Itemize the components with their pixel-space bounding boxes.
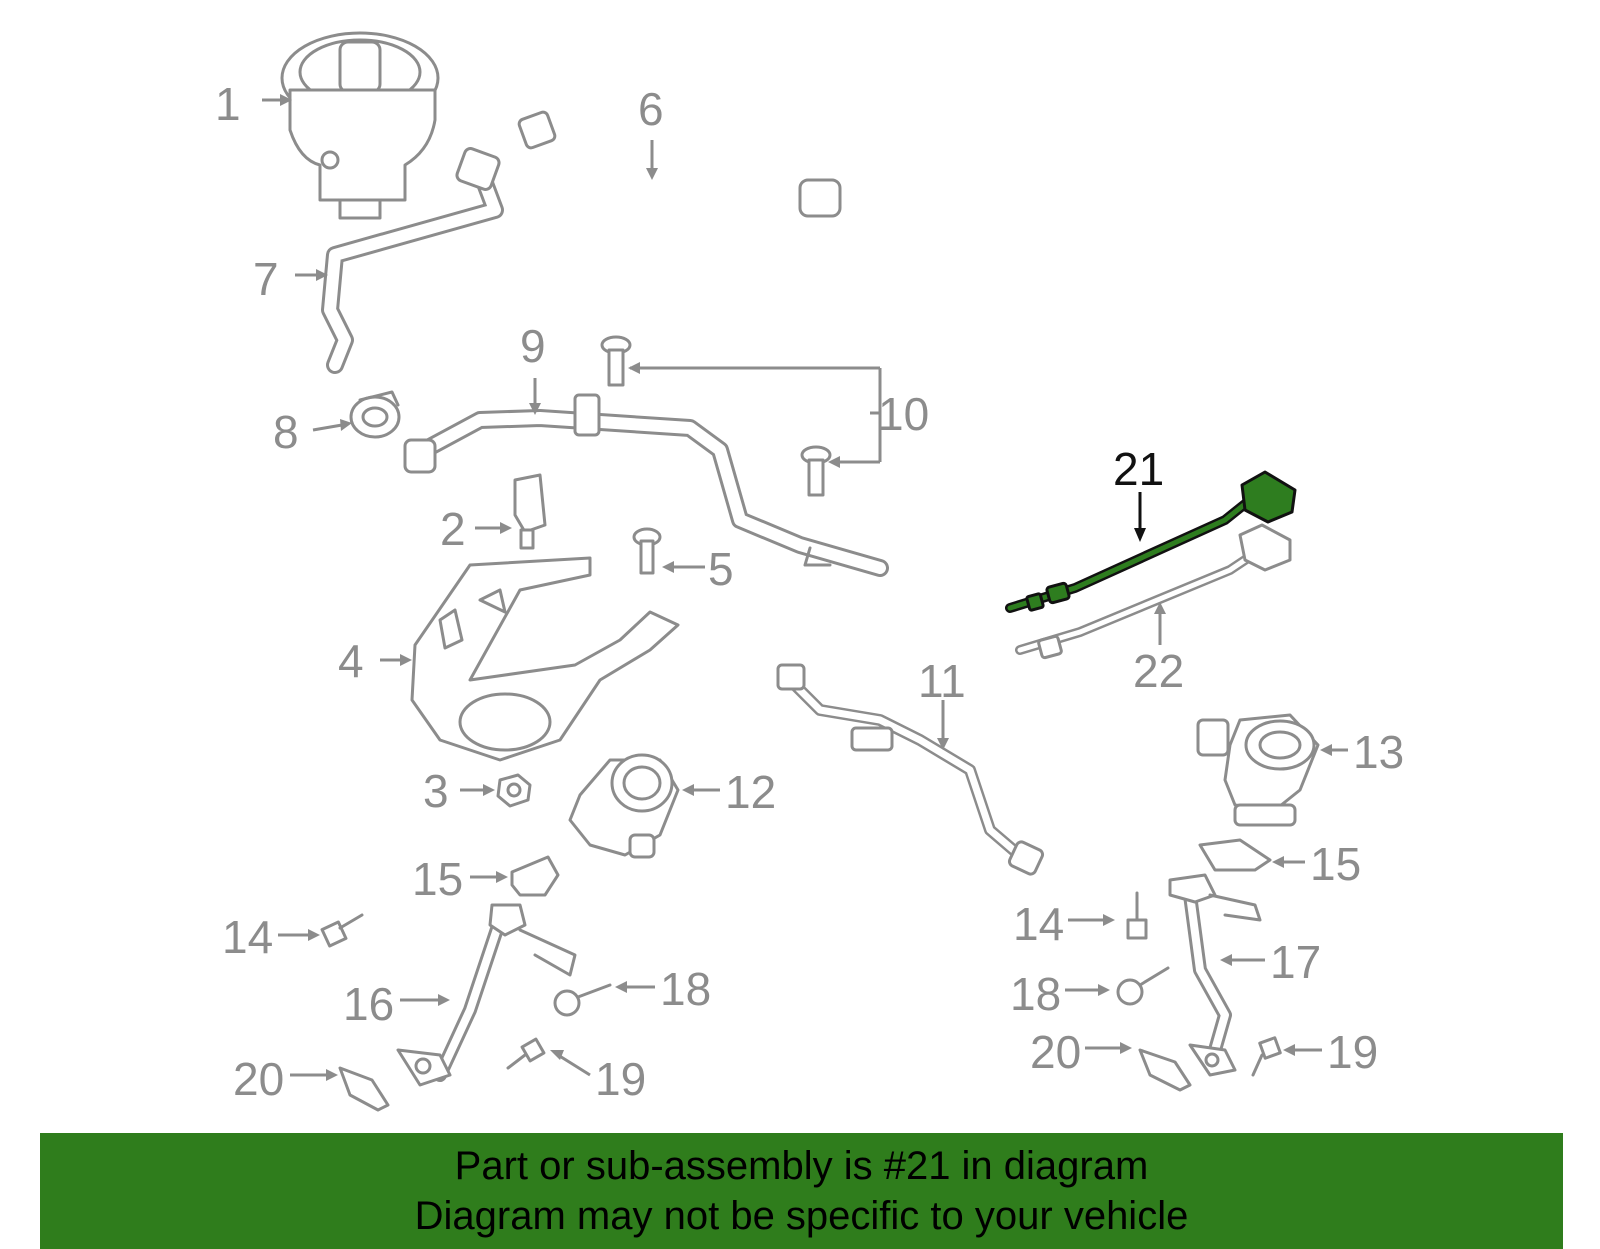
callout-11: 11 — [918, 655, 966, 707]
part-12-valve — [568, 753, 680, 859]
leader-arrows — [262, 94, 1348, 1081]
part-9-pipe — [403, 393, 889, 577]
callout-6: 6 — [638, 83, 664, 135]
part-1-air-pump — [280, 31, 440, 220]
part-13-valve — [1196, 713, 1320, 827]
part-15-gasket-right — [1198, 838, 1272, 872]
part-14-bolt-left — [320, 913, 364, 948]
part-5-bolt — [632, 527, 662, 575]
callout-20-left: 20 — [233, 1053, 284, 1105]
part-17-pipe — [1168, 873, 1262, 1077]
part-18-bolt-right — [1116, 966, 1170, 1006]
callout-9: 9 — [520, 320, 546, 372]
callout-15-right: 15 — [1310, 838, 1361, 890]
part-21-sensor-highlighted[interactable] — [1005, 470, 1297, 613]
callout-19-left: 19 — [595, 1053, 646, 1105]
banner-line-2: Diagram may not be specific to your vehi… — [414, 1194, 1189, 1238]
part-2-sensor — [513, 473, 547, 550]
callout-20-right: 20 — [1030, 1026, 1081, 1078]
callout-3: 3 — [423, 765, 449, 817]
callout-1: 1 — [215, 78, 241, 130]
part-15-gasket-left — [510, 855, 560, 897]
callout-18-right: 18 — [1010, 968, 1061, 1020]
part-19-bolt-right — [1251, 1036, 1282, 1077]
callout-16: 16 — [343, 978, 394, 1030]
part-3-nut — [496, 773, 532, 808]
part-6-hose — [517, 110, 842, 222]
banner-line-1: Part or sub-assembly is #21 in diagram — [454, 1144, 1149, 1188]
callout-10: 10 — [878, 388, 929, 440]
callout-5: 5 — [708, 543, 734, 595]
part-20-gasket-right — [1138, 1048, 1192, 1092]
callout-17: 17 — [1270, 936, 1321, 988]
part-7-hose — [321, 147, 504, 374]
part-18-bolt-left — [553, 983, 612, 1017]
part-8-clamp — [349, 390, 401, 439]
callout-18-left: 18 — [660, 963, 711, 1015]
callout-21: 21 — [1113, 443, 1164, 495]
callout-2: 2 — [440, 503, 466, 555]
part-14-bolt-right — [1126, 891, 1148, 940]
part-16-pipe — [396, 903, 577, 1087]
callout-19-right: 19 — [1327, 1026, 1378, 1078]
part-22-sensor — [1015, 523, 1292, 660]
part-19-bolt-left — [506, 1037, 546, 1070]
callout-14-right: 14 — [1013, 898, 1064, 950]
callout-13: 13 — [1353, 726, 1404, 778]
part-20-gasket-left — [338, 1066, 390, 1112]
part-11-pipe — [776, 663, 1045, 876]
callout-7: 7 — [253, 253, 279, 305]
callout-8: 8 — [273, 406, 299, 458]
callout-15-left: 15 — [412, 853, 463, 905]
part-4-bracket — [410, 556, 680, 762]
notice-banner: Part or sub-assembly is #21 in diagram D… — [40, 1133, 1563, 1249]
callout-12: 12 — [725, 766, 776, 818]
callout-4: 4 — [338, 635, 364, 687]
part-10-bolts — [600, 335, 832, 497]
callout-labels: 1 2 3 4 5 6 7 8 9 10 11 12 13 14 14 15 1… — [215, 78, 1404, 1105]
callout-14-left: 14 — [222, 911, 273, 963]
callout-22: 22 — [1133, 645, 1184, 697]
